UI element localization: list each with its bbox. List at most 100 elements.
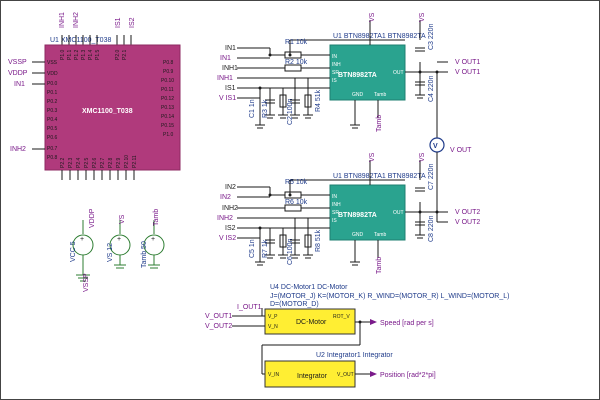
driver1-vs: VS xyxy=(369,12,376,22)
pin-p2-2: P2.2 xyxy=(60,157,66,168)
pin-p1-0: P1.0 xyxy=(60,49,66,60)
integrator-title: U2 Integrator1 Integrator xyxy=(316,352,393,359)
pin-vdd: VDD xyxy=(47,71,58,77)
driver2-net-is2: IS2 xyxy=(225,225,236,232)
driver2-r8: R8 51k xyxy=(315,229,322,252)
pin-p0-5: P0.5 xyxy=(47,126,58,132)
pin-p0-2: P0.2 xyxy=(47,99,58,105)
net-is1-top: IS1 xyxy=(115,17,122,28)
pin-p1-0-right: P1.0 xyxy=(163,132,174,138)
net-is2-top: IS2 xyxy=(129,17,136,28)
integrator-position-output: Position [rad*2*pi] xyxy=(380,372,436,379)
driver1-r4: R4 51k xyxy=(315,89,322,112)
motor-params-1: J=(MOTOR_J) K=(MOTOR_K) R_WIND=(MOTOR_R)… xyxy=(270,293,509,300)
motor-body xyxy=(264,308,356,335)
pin-p2-5: P2.5 xyxy=(84,157,90,168)
integrator-pin-out: V_OUT xyxy=(337,372,354,378)
driver1-c3: C3 220n xyxy=(428,23,435,50)
driver1-title: U1 BTN8982TA1 BTN8982TA xyxy=(333,33,426,40)
driver2-r7: R7 1k xyxy=(262,239,269,258)
driver2-pin-sr: SR xyxy=(332,210,339,216)
mcu-title: U1 XMC1100_T038 xyxy=(50,37,111,44)
mcu-block[interactable]: U1 XMC1100_T038 INH1 INH2 IS1 IS2 XMC110… xyxy=(8,12,181,180)
net-inh2-left: INH2 xyxy=(10,146,26,153)
driver2-net-in2-a: IN2 xyxy=(225,184,236,191)
driver2-pin-gnd: GND xyxy=(352,232,364,238)
driver2-pin-tamb: Tamb xyxy=(374,232,386,238)
driver1-net-inh1-b: INH1 xyxy=(217,75,233,82)
integrator-name: Integrator xyxy=(297,373,328,380)
vs-plus: + xyxy=(117,236,121,243)
vssp-net: VSSP xyxy=(83,273,90,292)
tamb-net-label: Tamb xyxy=(153,209,160,226)
driver1-net-in1-a: IN1 xyxy=(225,45,236,52)
driver1-c2: C2 100n xyxy=(287,98,294,125)
mcu-part-name: XMC1100_T038 xyxy=(82,108,133,115)
driver1-part: BTN8982TA xyxy=(338,72,377,79)
driver1-pin-tamb: Tamb xyxy=(374,92,386,98)
driver1-r3: R3 1k xyxy=(262,99,269,118)
pin-p0-8-left: P0.8 xyxy=(47,155,58,161)
driver1-c1: C1 1n xyxy=(249,99,256,118)
motor-pin-vp: V_P xyxy=(268,314,278,320)
driver1-net-in1-b: IN1 xyxy=(220,55,231,62)
driver2-out-a: V OUT2 xyxy=(455,209,480,216)
driver2-c6: C6 100n xyxy=(287,238,294,265)
driver1-pin-is: IS xyxy=(332,78,337,84)
pin-p0-3: P0.3 xyxy=(47,108,58,114)
voltmeter-symbol: V xyxy=(433,143,438,150)
integrator-body xyxy=(264,360,356,388)
driver1-pin-inh: INH xyxy=(332,62,341,68)
pin-p2-10: P2.10 xyxy=(124,155,130,168)
driver2-r6: R6 10k xyxy=(285,199,308,206)
driver-2[interactable]: U1 BTN8982TA1 BTN8982TA BTN8982TA IN INH… xyxy=(217,152,480,274)
motor-params-2: D=(MOTOR_D) xyxy=(270,301,319,308)
dc-motor-block[interactable]: U4 DC-Motor1 DC-Motor J=(MOTOR_J) K=(MOT… xyxy=(205,284,509,375)
pin-p2-1: P2.1 xyxy=(122,49,128,60)
supply-sources[interactable]: + + + VCC 5 VS 12 Tamb 50 VDDP VSSP VS T… xyxy=(70,208,165,292)
pin-p0-12: P0.12 xyxy=(161,96,174,102)
pin-p2-4: P2.4 xyxy=(76,157,82,168)
pin-p1-4: P1.4 xyxy=(88,49,94,60)
net-inh2-top: INH2 xyxy=(73,12,80,28)
motor-net-vout1: V_OUT1 xyxy=(205,313,232,320)
driver1-pin-sr: SR xyxy=(332,70,339,76)
driver2-net-inh2-b: INH2 xyxy=(217,215,233,222)
driver2-pin-out: OUT xyxy=(393,210,404,216)
pin-p0-0: P0.0 xyxy=(47,81,58,87)
vcc-source-label: VCC 5 xyxy=(70,241,77,262)
pin-p0-11: P0.11 xyxy=(161,87,174,93)
driver1-out-a: V OUT1 xyxy=(455,59,480,66)
pin-p0-15: P0.15 xyxy=(161,123,174,129)
driver2-vs: VS xyxy=(369,152,376,162)
driver2-c8: C8 220n xyxy=(428,215,435,242)
tamb-source-label: Tamb 50 xyxy=(141,241,148,268)
pin-p0-7: P0.7 xyxy=(47,146,58,152)
driver1-body xyxy=(329,44,406,101)
driver1-net-inh1-a: INH1 xyxy=(222,65,238,72)
net-vddp: VDDP xyxy=(8,70,28,77)
pin-p0-13: P0.13 xyxy=(161,105,174,111)
motor-title: U4 DC-Motor1 DC-Motor xyxy=(270,284,348,291)
driver2-pin-in: IN xyxy=(332,194,337,200)
pin-p1-3: P1.3 xyxy=(81,49,87,60)
driver1-net-is1: IS1 xyxy=(225,85,236,92)
pin-p0-1: P0.1 xyxy=(47,90,58,96)
driver1-tamb: Tamb xyxy=(376,115,383,132)
voltmeter[interactable]: V V OUT xyxy=(429,130,472,212)
tamb-plus: + xyxy=(151,236,155,243)
net-vssp: VSSP xyxy=(8,59,27,66)
motor-pin-rot: ROT_V xyxy=(333,314,350,320)
integrator-block[interactable]: U2 Integrator1 Integrator Integrator V_I… xyxy=(264,352,436,388)
pin-p2-11: P2.11 xyxy=(132,155,138,168)
motor-pin-vn: V_N xyxy=(268,324,278,330)
vs-net-label: VS xyxy=(119,214,126,224)
driver2-vs-right: VS xyxy=(419,152,426,162)
driver2-c7: C7 220n xyxy=(428,163,435,190)
pin-p0-9: P0.9 xyxy=(163,69,174,75)
pin-p1-5: P1.5 xyxy=(95,49,101,60)
pin-p0-4: P0.4 xyxy=(47,117,58,123)
driver-1[interactable]: U1 BTN8982TA1 BTN8982TA BTN8982TA IN INH… xyxy=(217,12,480,132)
pin-p2-0: P2.0 xyxy=(115,49,121,60)
